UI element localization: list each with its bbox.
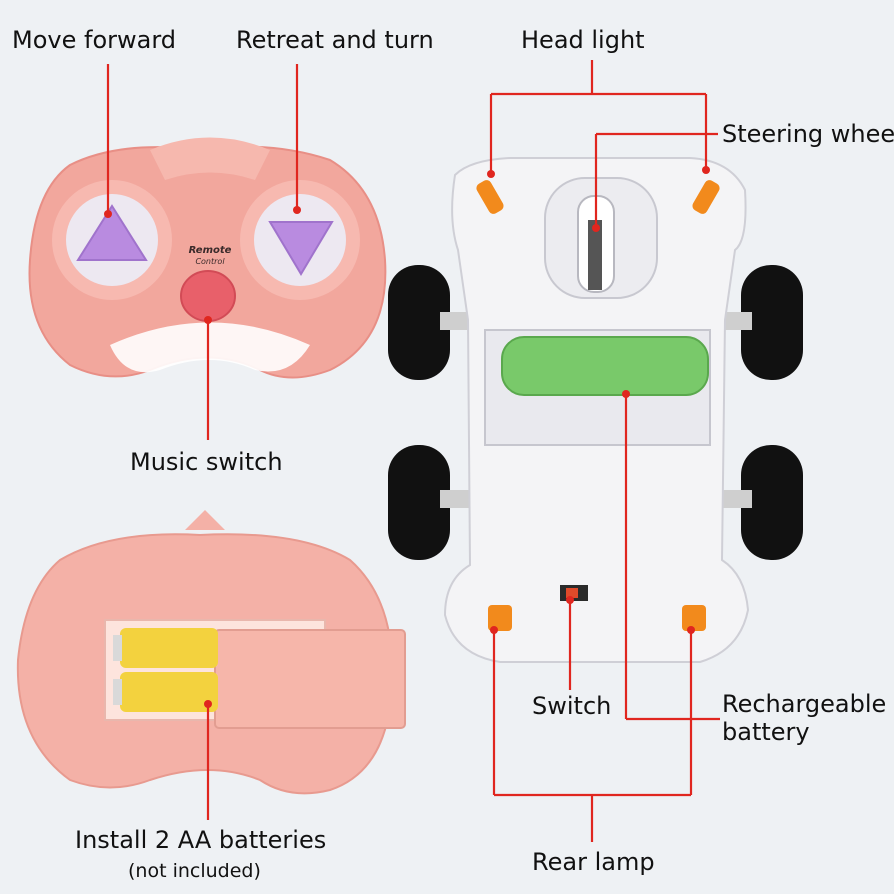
battery-2 <box>120 672 218 712</box>
reverse-button[interactable] <box>268 221 334 276</box>
label-switch: Switch <box>532 692 612 720</box>
forward-button[interactable] <box>76 204 148 261</box>
rear-lamp-right <box>682 605 706 631</box>
label-install-batteries: Install 2 AA batteries <box>75 826 327 854</box>
rechargeable-battery <box>501 336 709 396</box>
label-move-forward: Move forward <box>12 26 177 54</box>
label-rechargeable: Rechargeable <box>722 690 887 718</box>
label-music-switch: Music switch <box>130 448 283 476</box>
callout-dots <box>104 166 710 708</box>
label-rear-lamp: Rear lamp <box>532 848 655 876</box>
tire-front-right <box>741 265 803 380</box>
label-retreat-and-turn: Retreat and turn <box>236 26 434 54</box>
rear-lamp-left <box>488 605 512 631</box>
label-steering-wheel: Steering wheel <box>722 120 894 148</box>
label-not-included: (not included) <box>128 860 261 882</box>
label-battery: battery <box>722 718 810 746</box>
remote-logo-line2: Control <box>195 257 225 266</box>
battery-1 <box>120 628 218 668</box>
battery-cover <box>214 629 406 729</box>
music-button[interactable] <box>180 270 236 322</box>
steering-gear <box>588 220 602 290</box>
tire-rear-left <box>388 445 450 560</box>
label-head-light: Head light <box>521 26 645 54</box>
tire-front-left <box>388 265 450 380</box>
car-underside <box>388 157 803 663</box>
headlight-right <box>692 180 720 214</box>
headlight-left <box>476 180 504 214</box>
remote-logo-line1: Remote <box>189 245 232 256</box>
remote-back <box>16 510 406 795</box>
tire-rear-right <box>741 445 803 560</box>
callout-lines <box>106 60 720 842</box>
